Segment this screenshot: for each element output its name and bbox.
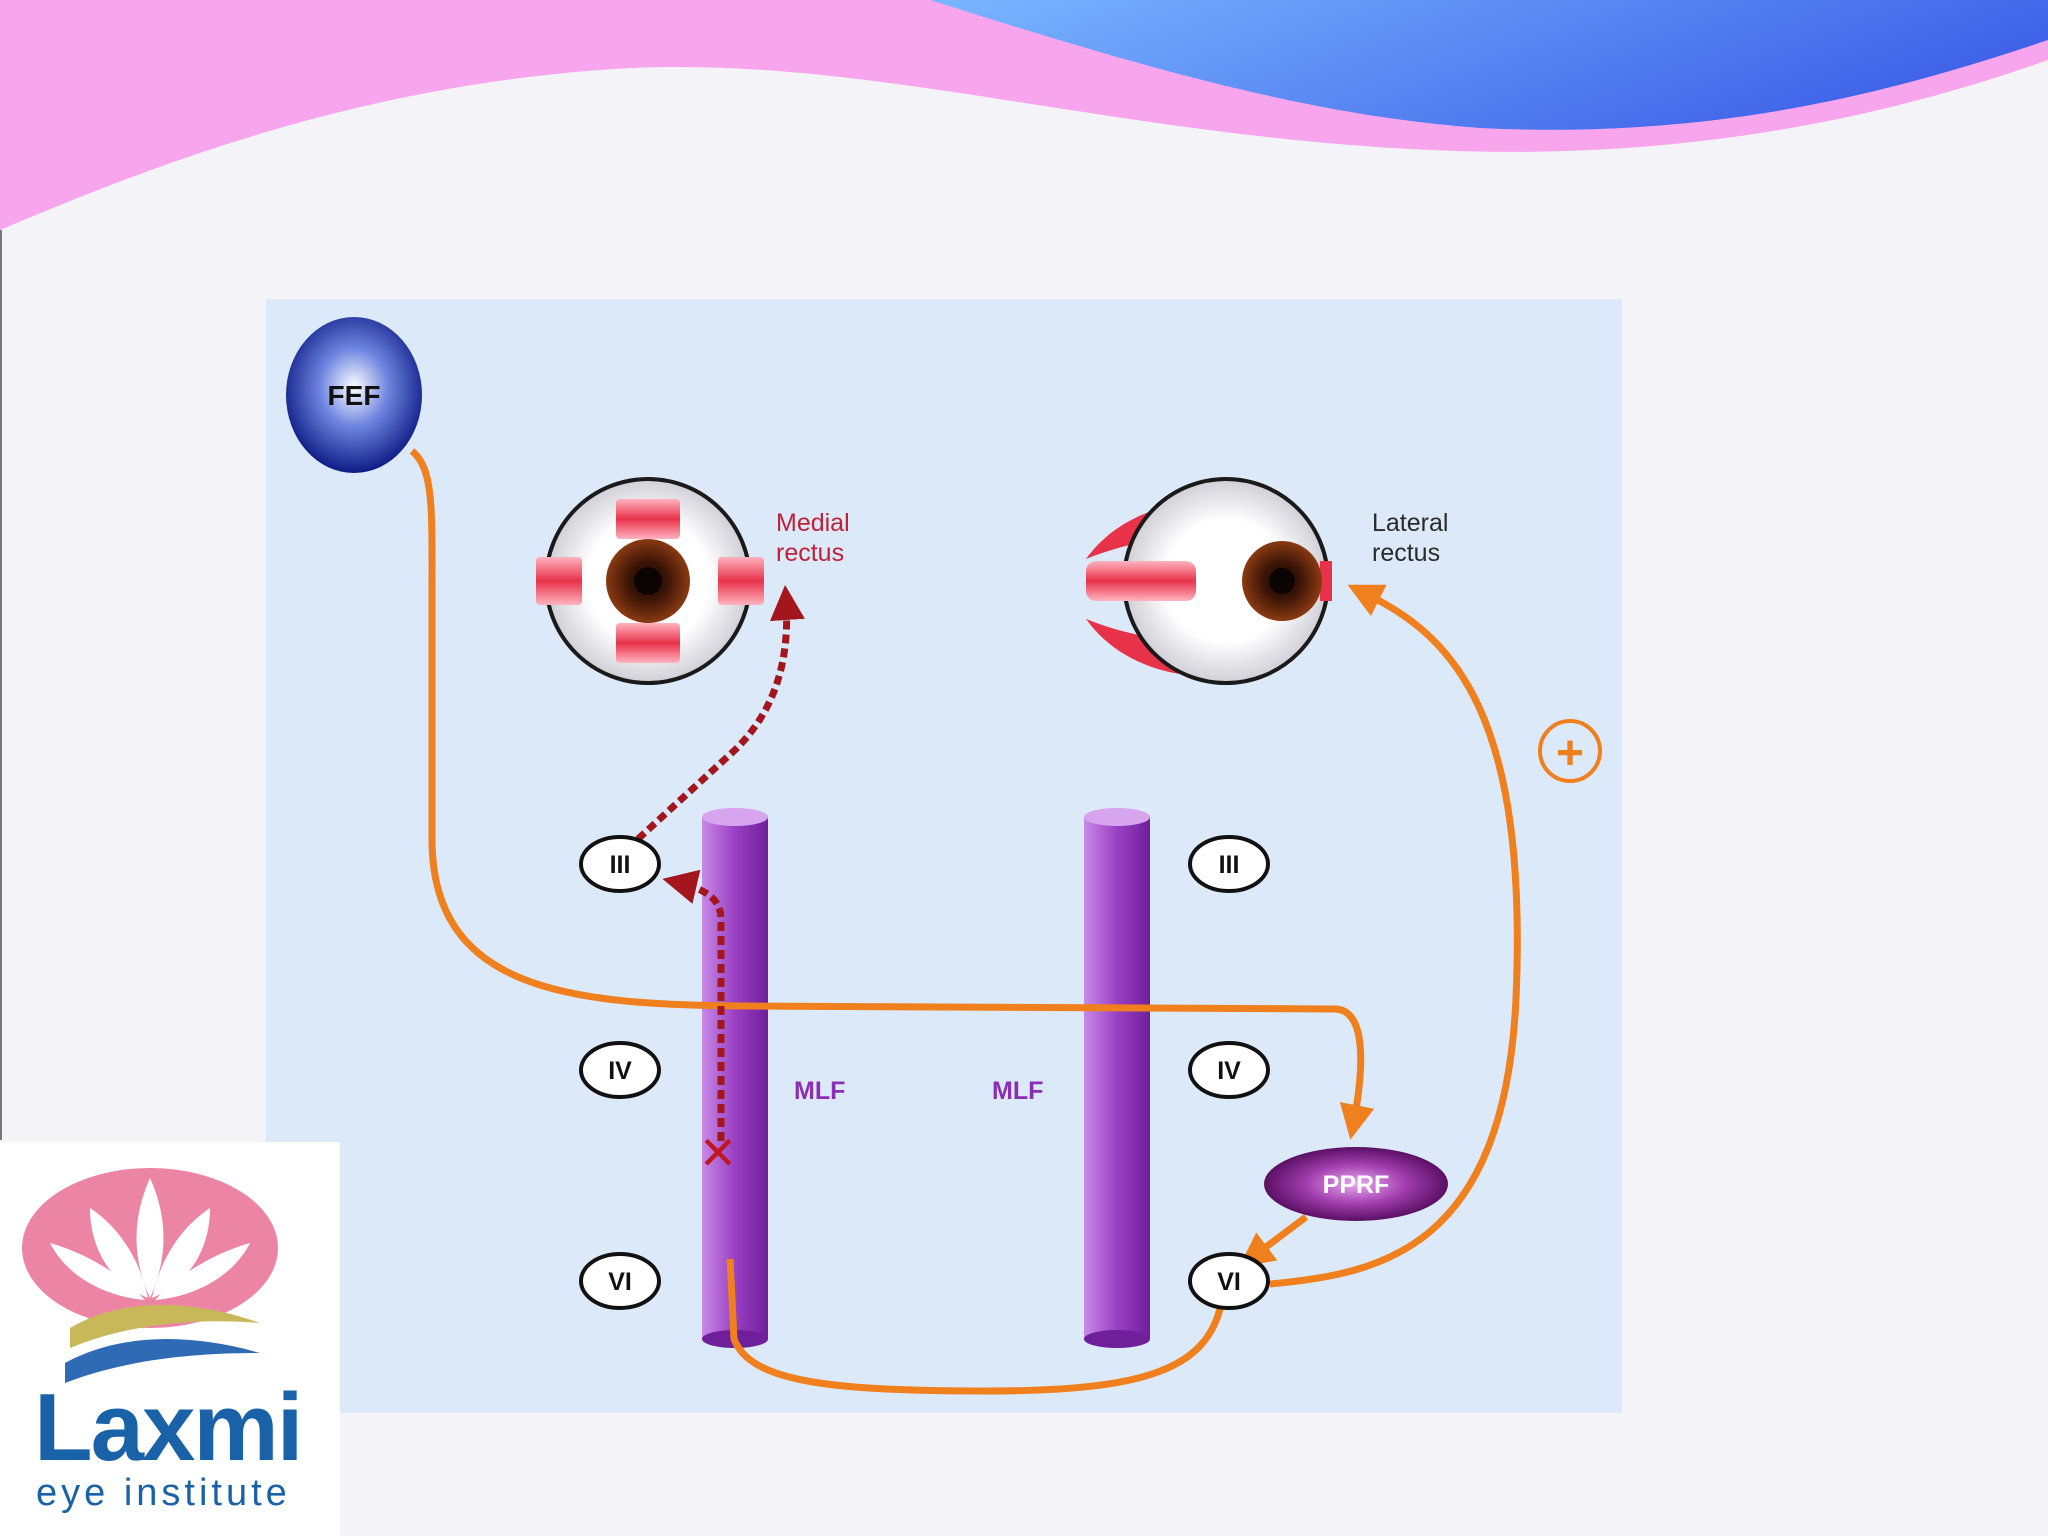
lateral-rectus-label-line2: rectus bbox=[1372, 539, 1440, 567]
nucleus-left-iv: IV bbox=[579, 1041, 661, 1099]
excitatory-plus-icon: + bbox=[1538, 719, 1602, 783]
vi-to-mlf-crossing-pathway bbox=[726, 1258, 1225, 1395]
iii-to-medial-rectus-dotted-pathway bbox=[635, 585, 805, 842]
logo-name: Laxmi bbox=[34, 1374, 303, 1481]
medial-rectus-label-line1: Medial bbox=[776, 509, 850, 537]
mlf-label-right: MLF bbox=[992, 1077, 1043, 1105]
svg-text:IV: IV bbox=[1217, 1057, 1241, 1085]
pprf-label: PPRF bbox=[1323, 1171, 1390, 1199]
svg-text:VI: VI bbox=[1217, 1268, 1241, 1296]
nucleus-left-vi: VI bbox=[579, 1252, 661, 1310]
pprf-to-vi-pathway bbox=[1238, 1214, 1309, 1268]
mlf-tract-right bbox=[1084, 808, 1150, 1348]
mlf-to-iii-dotted-pathway bbox=[662, 869, 725, 1141]
svg-text:III: III bbox=[1219, 851, 1240, 879]
medial-rectus-label-line2: rectus bbox=[776, 539, 844, 567]
mlf-label-left: MLF bbox=[794, 1077, 845, 1105]
svg-text:VI: VI bbox=[608, 1268, 632, 1296]
lesion-marker: ✕ bbox=[699, 1127, 738, 1179]
svg-text:+: + bbox=[1556, 727, 1584, 780]
eye-right bbox=[1086, 477, 1332, 685]
svg-text:III: III bbox=[610, 851, 631, 879]
diagram-panel bbox=[266, 299, 1622, 1413]
fef-node: FEF bbox=[286, 317, 422, 473]
gaze-pathway-diagram: ✕ FEF Medial rectus Lateral rectus + III bbox=[266, 299, 1622, 1413]
nucleus-right-vi: VI bbox=[1188, 1252, 1270, 1310]
pprf-node: PPRF bbox=[1264, 1147, 1448, 1221]
header-blue-wave bbox=[930, 0, 2048, 130]
fef-to-pprf-pathway bbox=[409, 448, 1375, 1140]
eye-left bbox=[536, 477, 764, 685]
lotus-logo-icon bbox=[22, 1168, 278, 1383]
nucleus-right-iv: IV bbox=[1188, 1041, 1270, 1099]
logo-subtitle: eye institute bbox=[36, 1472, 291, 1514]
vi-to-lateral-rectus-pathway bbox=[1269, 584, 1521, 1288]
nucleus-left-iii: III bbox=[579, 835, 661, 893]
fef-label: FEF bbox=[328, 380, 381, 411]
nucleus-right-iii: III bbox=[1188, 835, 1270, 893]
mlf-tract-left bbox=[702, 808, 768, 1348]
lateral-rectus-label-line1: Lateral bbox=[1372, 509, 1448, 537]
svg-text:IV: IV bbox=[608, 1057, 632, 1085]
